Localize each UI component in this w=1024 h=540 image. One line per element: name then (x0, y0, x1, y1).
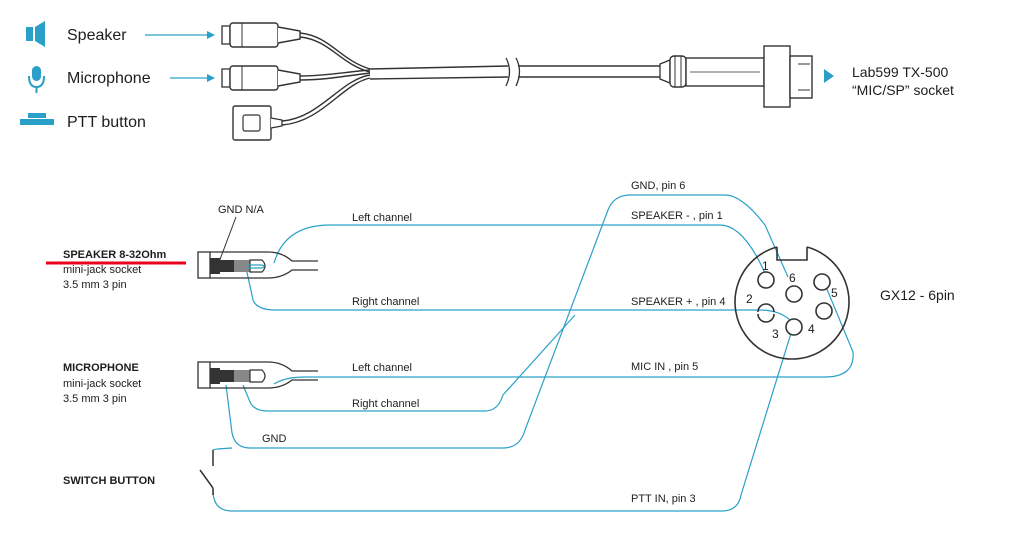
target-line-1: Lab599 TX-500 (852, 64, 948, 80)
gnd-na-pointer (215, 216, 237, 271)
connector-name: GX12 - 6pin (880, 287, 955, 303)
speaker-right-label: Right channel (352, 296, 419, 308)
pin-number-3: 3 (772, 327, 779, 341)
cable-illustration (221, 22, 834, 141)
gx12-connector-face: 1 2 3 4 5 6 (734, 246, 850, 360)
pin-4-socket (815, 302, 833, 320)
legend-speaker-label: Speaker (67, 27, 127, 44)
mic-gnd-label: GND (262, 433, 287, 445)
pin-number-1: 1 (762, 259, 769, 273)
speaker-jack-icon (197, 251, 318, 279)
pin-number-6: 6 (789, 271, 796, 285)
pin-number-5: 5 (831, 286, 838, 300)
pin-label-mic-in: MIC IN , pin 5 (631, 361, 698, 373)
speaker-line-1: mini-jack socket (63, 264, 141, 276)
speaker-plug-icon (221, 22, 301, 48)
switch-title: SWITCH BUTTON (63, 475, 155, 487)
pin-label-ptt-in: PTT IN, pin 3 (631, 493, 696, 505)
pin-2-socket (757, 313, 775, 323)
mic-left-label: Left channel (352, 362, 412, 374)
speaker-line-2: 3.5 mm 3 pin (63, 279, 127, 291)
target-arrow-icon (824, 69, 834, 83)
microphone-jack-icon (197, 361, 318, 389)
microphone-plug-icon (221, 65, 301, 91)
target-line-2: “MIC/SP” socket (852, 82, 954, 98)
legend-ptt-label: PTT button (67, 114, 146, 131)
speaker-gnd-label: GND N/A (218, 204, 265, 216)
pin-label-gnd: GND, pin 6 (631, 180, 685, 192)
pin-1-socket (757, 271, 775, 289)
mic-line-2: 3.5 mm 3 pin (63, 393, 127, 405)
mic-right-label: Right channel (352, 398, 419, 410)
mic-title: MICROPHONE (63, 362, 139, 374)
pin-number-2: 2 (746, 292, 753, 306)
ptt-button-icon (20, 113, 54, 125)
pin-3-socket (785, 318, 803, 336)
speaker-icon (26, 21, 45, 47)
schematic-wires (212, 194, 854, 512)
pin-5-socket (813, 273, 831, 291)
speaker-left-label: Left channel (352, 212, 412, 224)
ptt-box-icon (232, 105, 283, 141)
pin-label-speaker-plus: SPEAKER + , pin 4 (631, 296, 725, 308)
legend: Speaker Microphone PTT button (20, 21, 215, 131)
gx12-plug-icon (659, 45, 813, 108)
pin-label-speaker-minus: SPEAKER - , pin 1 (631, 210, 723, 222)
switch-button-icon (199, 450, 214, 495)
pin-6-socket (785, 285, 803, 303)
legend-microphone-label: Microphone (67, 70, 151, 87)
pin-number-4: 4 (808, 322, 815, 336)
microphone-icon (28, 66, 45, 93)
mic-line-1: mini-jack socket (63, 378, 141, 390)
speaker-title: SPEAKER 8-32Ohm (63, 249, 167, 261)
legend-arrows (145, 31, 215, 82)
